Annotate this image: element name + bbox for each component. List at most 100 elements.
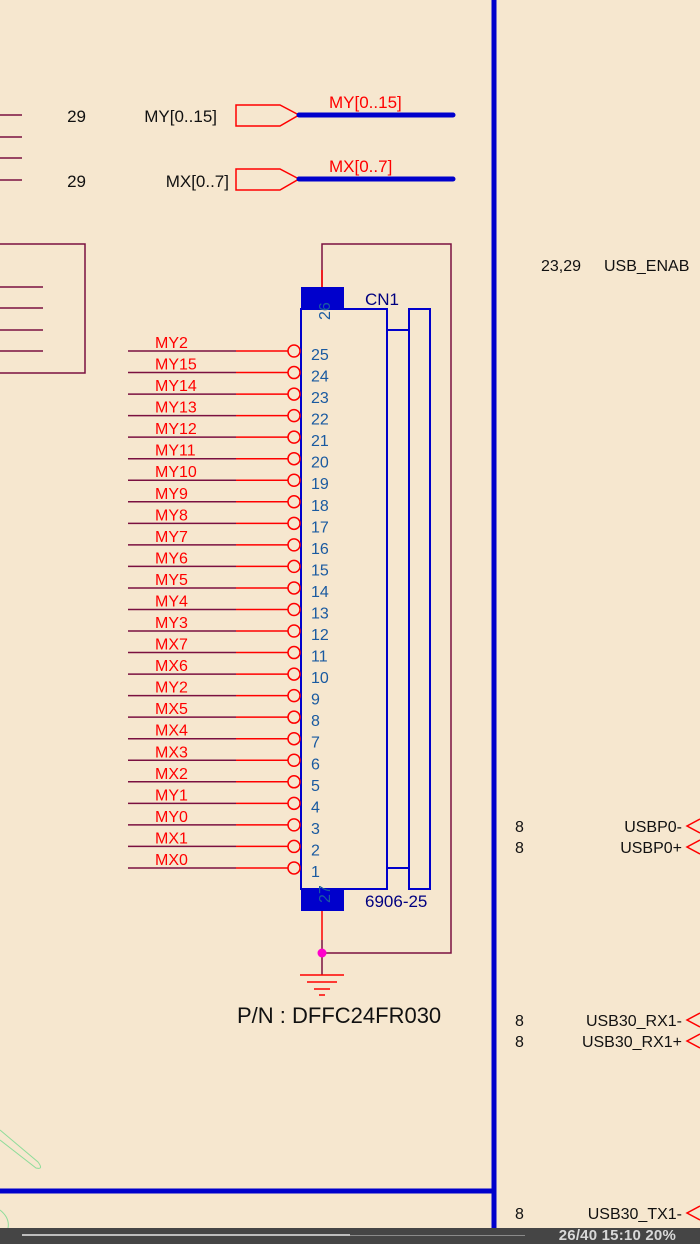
connector-pin[interactable]: MX4 7 bbox=[128, 723, 320, 752]
pin-number: 7 bbox=[311, 735, 320, 752]
pin-number: 16 bbox=[311, 541, 329, 558]
pin-number: 2 bbox=[311, 842, 320, 859]
offpage-mx[interactable]: 29 MX[0..7] MX[0..7] bbox=[67, 157, 456, 191]
net-label: MY4 bbox=[155, 593, 188, 610]
offpage-net: USB30_RX1- bbox=[586, 1013, 682, 1030]
offpage-ref: 29 bbox=[67, 172, 86, 191]
net-label: MY2 bbox=[155, 335, 188, 352]
pin-number: 13 bbox=[311, 605, 329, 622]
net-label: MY7 bbox=[155, 529, 188, 546]
connector-pin[interactable]: MX1 2 bbox=[128, 830, 320, 859]
net-label: MY15 bbox=[155, 357, 197, 374]
bus-label: MX[0..7] bbox=[329, 157, 392, 176]
status-text: 26/40 15:10 20% bbox=[558, 1227, 676, 1244]
pin-number: 9 bbox=[311, 692, 320, 709]
pin-number: 23 bbox=[311, 390, 329, 407]
pin-circle-icon bbox=[287, 559, 301, 574]
pin-number: 19 bbox=[311, 476, 329, 493]
net-label: MY8 bbox=[155, 507, 188, 524]
net-label: MY10 bbox=[155, 464, 197, 481]
offpage-net-entry[interactable]: 8 USBP0+ bbox=[515, 839, 700, 857]
offpage-net: USBP0+ bbox=[620, 840, 682, 857]
connector-pin[interactable]: MX2 5 bbox=[128, 766, 320, 795]
outline-shape bbox=[0, 1129, 42, 1169]
net-label: MY14 bbox=[155, 378, 197, 395]
pin-number: 14 bbox=[311, 584, 329, 601]
pin-circle-icon bbox=[287, 710, 301, 724]
pin-number: 3 bbox=[311, 821, 320, 838]
offpage-connector-icon bbox=[235, 104, 301, 127]
offpage-net-entry[interactable]: 8 USBP0- bbox=[515, 818, 700, 836]
pin-circle-icon bbox=[287, 387, 301, 401]
pin-number: 11 bbox=[311, 649, 328, 666]
offpage-my[interactable]: 29 MY[0..15] MY[0..15] bbox=[67, 93, 456, 127]
net-label: MY3 bbox=[155, 615, 188, 632]
offpage-ref: 8 bbox=[515, 840, 524, 857]
connector-pin[interactable]: MY2 25 bbox=[128, 335, 329, 364]
pin-circle-icon bbox=[287, 731, 301, 746]
ground-icon bbox=[300, 974, 344, 996]
offpage-connector-icon bbox=[685, 839, 700, 855]
net-label: MY1 bbox=[155, 787, 188, 804]
pin-number: 25 bbox=[311, 347, 329, 364]
pin-number: 10 bbox=[311, 670, 329, 687]
net-label: MX5 bbox=[155, 701, 188, 718]
net-label: MX1 bbox=[155, 830, 188, 847]
net-label: MX2 bbox=[155, 766, 188, 783]
pin-circle-icon bbox=[287, 753, 301, 768]
connector-pin[interactable]: MY14 bbox=[128, 787, 320, 816]
net-label: MX4 bbox=[155, 723, 188, 740]
connector-pin[interactable]: MY12 21 bbox=[128, 421, 329, 450]
offpage-ref: 8 bbox=[515, 1013, 524, 1030]
connector-pin[interactable]: MY14 23 bbox=[128, 378, 329, 407]
offpage-net: USB_ENAB bbox=[604, 258, 689, 275]
net-label: MX3 bbox=[155, 744, 188, 761]
offpage-connector-icon bbox=[685, 1033, 700, 1049]
pin-circle-icon bbox=[287, 645, 301, 660]
offpage-net: USBP0- bbox=[624, 819, 682, 836]
mount-tab-top bbox=[301, 287, 344, 309]
pin-circle-icon bbox=[287, 839, 301, 854]
net-label: MY6 bbox=[155, 550, 188, 567]
connector-pin[interactable]: MY4 13 bbox=[128, 593, 329, 622]
pin-number: 21 bbox=[311, 433, 329, 450]
offpage-connector-icon bbox=[235, 168, 301, 191]
net-label: MY13 bbox=[155, 400, 197, 417]
offpage-connector-icon bbox=[685, 818, 700, 834]
net-label: MX7 bbox=[155, 637, 188, 654]
offpage-ref: 8 bbox=[515, 819, 524, 836]
pin-number: 5 bbox=[311, 778, 320, 795]
pin-number: 26 bbox=[317, 302, 334, 320]
scrollbar-thumb[interactable] bbox=[22, 1234, 350, 1236]
connector-cn1[interactable]: 26 27 CN1 6906-25 MY225MY1524MY1423MY132… bbox=[128, 287, 431, 911]
bus-label: MY[0..15] bbox=[329, 93, 402, 112]
pin-circle-icon bbox=[287, 796, 301, 811]
pin-circle-icon bbox=[287, 538, 301, 552]
pin-circle-icon bbox=[287, 473, 301, 487]
connector-pin[interactable]: MY10 19 bbox=[128, 464, 329, 493]
pin-circle-icon bbox=[287, 581, 301, 595]
net-label: MY12 bbox=[155, 421, 197, 438]
offpage-net-entry[interactable]: 8 USB30_RX1- bbox=[515, 1012, 700, 1030]
connector-pin[interactable]: MY7 16 bbox=[128, 529, 329, 558]
connector-pin[interactable]: MX7 11 bbox=[128, 637, 328, 666]
